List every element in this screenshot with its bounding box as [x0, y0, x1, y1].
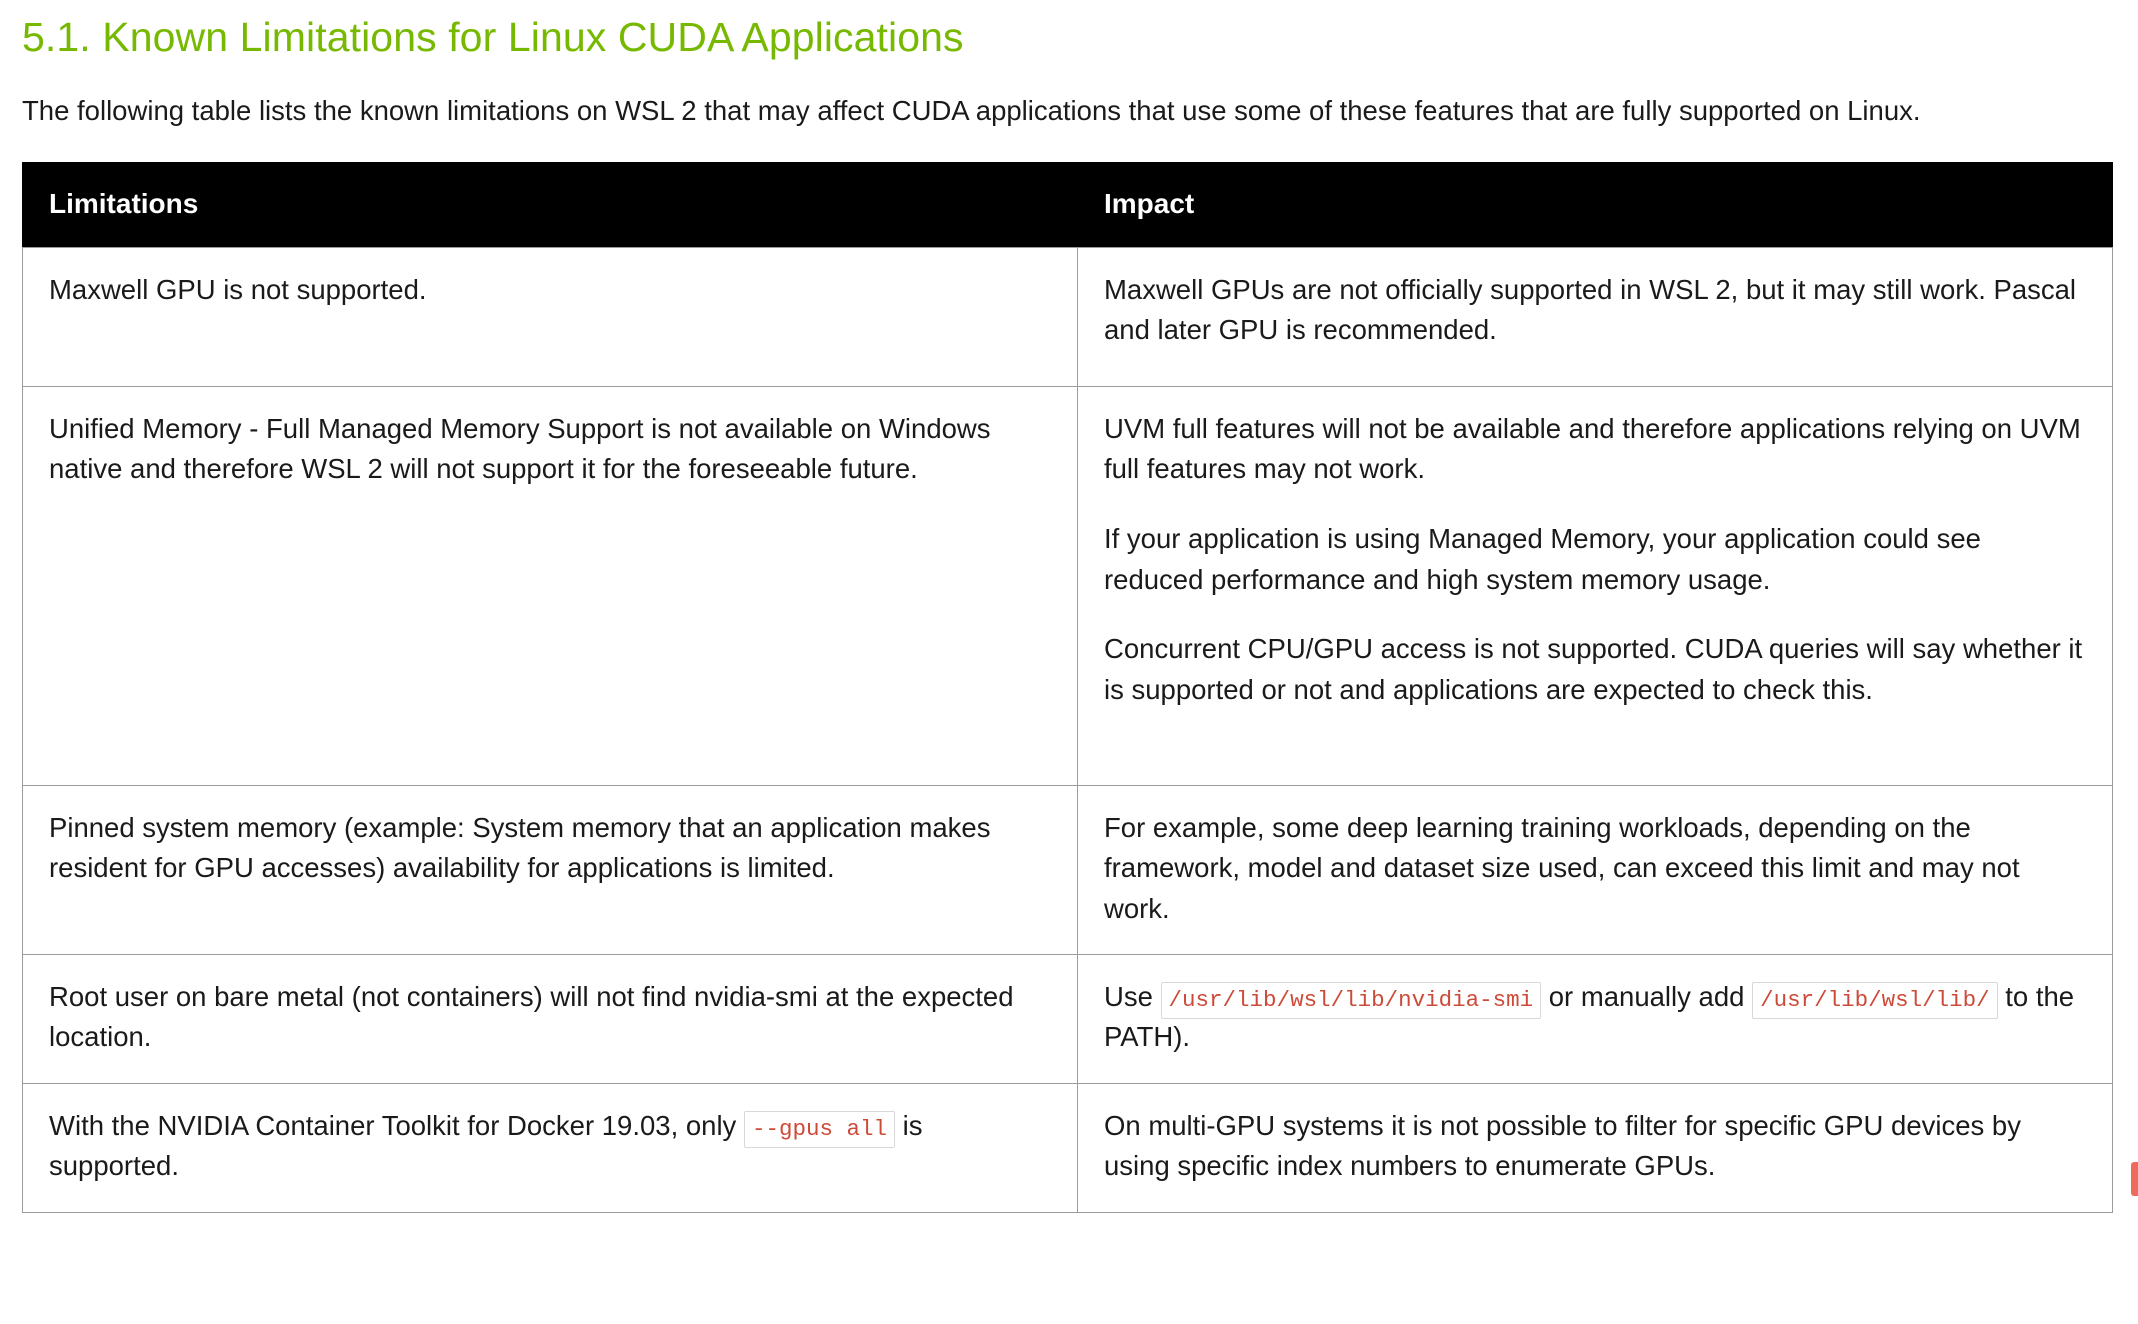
cell-limitation: Maxwell GPU is not supported. [22, 246, 1078, 387]
impact-paragraph: For example, some deep learning training… [1104, 811, 2020, 924]
impact-paragraph: If your application is using Managed Mem… [1104, 522, 1981, 595]
impact-text-middle: or manually add [1541, 980, 1753, 1012]
code-flag-gpus-all: --gpus all [743, 1110, 895, 1148]
table-row: With the NVIDIA Container Toolkit for Do… [22, 1082, 2113, 1213]
limitation-text: With the NVIDIA Container Toolkit for Do… [49, 1106, 1051, 1187]
code-path-nvidia-smi: /usr/lib/wsl/lib/nvidia-smi [1160, 981, 1542, 1019]
table-header-row: Limitations Impact [22, 162, 2113, 248]
table-body: Maxwell GPU is not supported. Maxwell GP… [22, 246, 2113, 1213]
impact-text-suffix: to the PATH). [1104, 980, 2075, 1053]
cell-limitation: Pinned system memory (example: System me… [22, 784, 1078, 955]
cell-limitation: Unified Memory - Full Managed Memory Sup… [22, 385, 1078, 786]
impact-paragraph: On multi-GPU systems it is not possible … [1104, 1109, 2021, 1182]
limitation-text: Pinned system memory (example: System me… [49, 811, 991, 884]
impact-paragraph: Concurrent CPU/GPU access is not support… [1104, 633, 2083, 706]
column-header-impact: Impact [1077, 162, 2113, 248]
intro-paragraph: The following table lists the known limi… [22, 95, 1921, 127]
column-header-limitations: Limitations [22, 162, 1078, 248]
cell-impact: On multi-GPU systems it is not possible … [1077, 1082, 2113, 1213]
impact-paragraph: UVM full features will not be available … [1104, 412, 2081, 485]
cell-impact: Use /usr/lib/wsl/lib/nvidia-smi or manua… [1077, 953, 2113, 1084]
page-title: 5.1. Known Limitations for Linux CUDA Ap… [22, 14, 964, 60]
known-limitations-table: Limitations Impact Maxwell GPU is not su… [22, 162, 2113, 1213]
table-row: Unified Memory - Full Managed Memory Sup… [22, 385, 2113, 786]
table-row: Maxwell GPU is not supported. Maxwell GP… [22, 246, 2113, 387]
table-row: Pinned system memory (example: System me… [22, 784, 2113, 955]
table-header: Limitations Impact [22, 162, 2113, 248]
impact-text-prefix: Use [1104, 980, 1161, 1012]
limitation-text: Maxwell GPU is not supported. [49, 273, 427, 305]
cell-limitation: With the NVIDIA Container Toolkit for Do… [22, 1082, 1078, 1213]
impact-paragraph: Use /usr/lib/wsl/lib/nvidia-smi or manua… [1104, 977, 2086, 1058]
cell-impact: UVM full features will not be available … [1077, 385, 2113, 786]
table-row: Root user on bare metal (not containers)… [22, 953, 2113, 1084]
limitation-text: Root user on bare metal (not containers)… [49, 980, 1014, 1053]
code-path-wsl-lib: /usr/lib/wsl/lib/ [1752, 981, 1998, 1019]
page-edge-feedback-tab[interactable] [2131, 1162, 2138, 1196]
limitation-text: Unified Memory - Full Managed Memory Sup… [49, 412, 991, 485]
limitation-text-suffix: is supported. [49, 1109, 923, 1182]
cell-limitation: Root user on bare metal (not containers)… [22, 953, 1078, 1084]
limitation-text-prefix: With the NVIDIA Container Toolkit for Do… [49, 1109, 744, 1141]
impact-paragraph: Maxwell GPUs are not officially supporte… [1104, 273, 2077, 346]
cell-impact: For example, some deep learning training… [1077, 784, 2113, 955]
cell-impact: Maxwell GPUs are not officially supporte… [1077, 246, 2113, 387]
